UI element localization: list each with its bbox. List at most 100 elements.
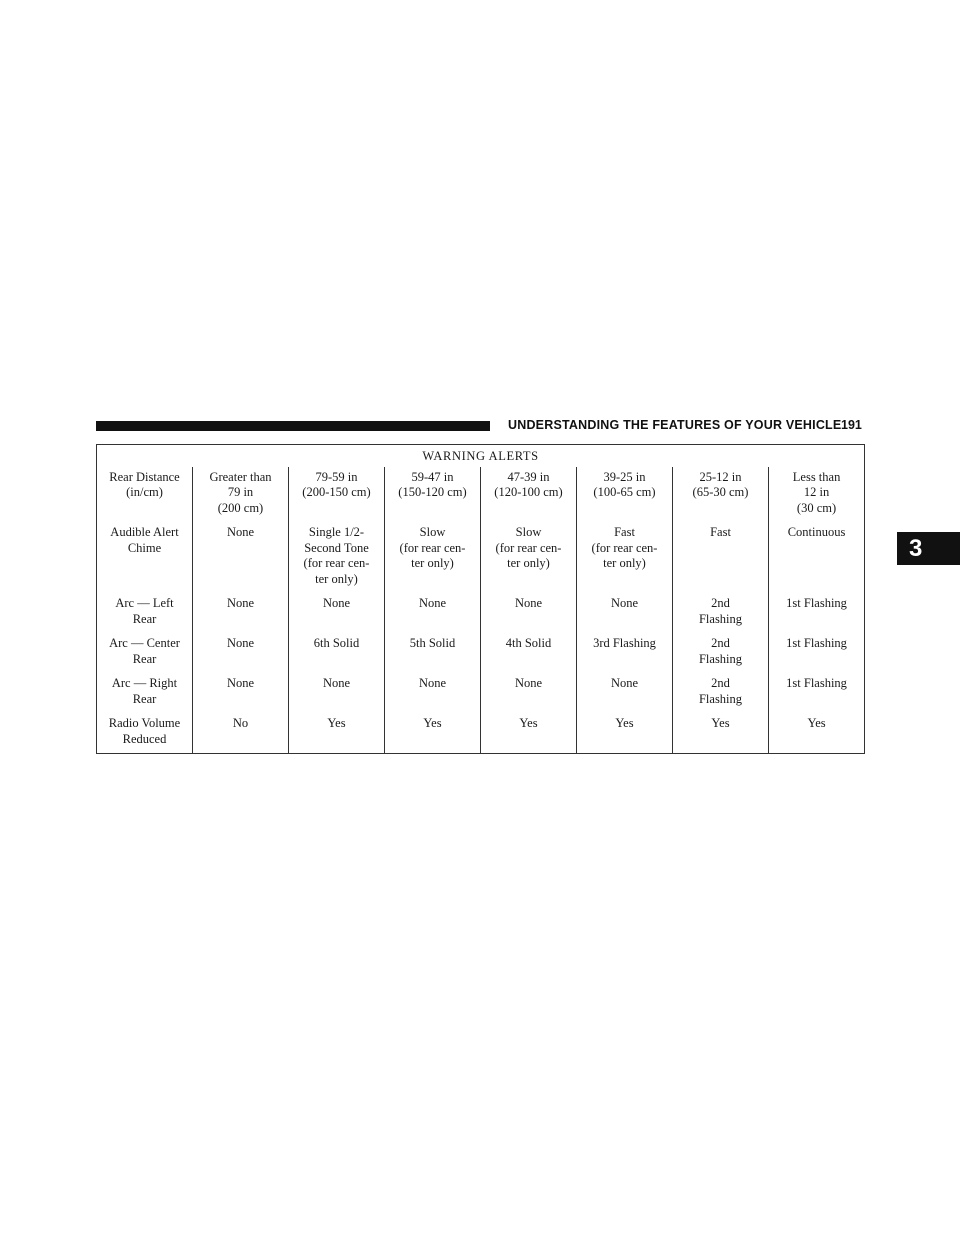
table-cell: Yes [288, 713, 385, 754]
table-cell: 1st Flashing [767, 673, 866, 713]
cell-text-line: 1st Flashing [786, 596, 847, 610]
cell-text-line: (65-30 cm) [692, 485, 749, 499]
table-cell: Slow(for rear cen-ter only) [384, 522, 481, 593]
cell-text-line: (for rear cen- [591, 540, 658, 555]
cell-text-line: Flashing [698, 611, 743, 626]
cell-text-line: (for rear cen- [495, 540, 562, 555]
table-cell: 3rd Flashing [576, 633, 673, 673]
cell-text-line: 59-47 in [411, 469, 454, 484]
cell-text-line: Slow [515, 525, 542, 539]
cell-text-line: None [418, 676, 447, 690]
cell-text-line: (for rear cen- [303, 556, 370, 570]
cell-text-line: 2nd [711, 636, 730, 650]
cell-text-line: 79 in [227, 485, 254, 499]
cell-text-line: 79-59 in [315, 469, 358, 484]
cell-text-line: None [322, 676, 351, 690]
cell-text-line: ter only) [411, 556, 454, 570]
cell-text-line: Yes [615, 716, 634, 730]
table-cell: None [192, 673, 289, 713]
cell-text-line: (150-120 cm) [398, 485, 467, 499]
cell-text-line: None [610, 596, 639, 610]
table-cell: None [480, 593, 577, 633]
cell-text-line: None [610, 676, 639, 690]
row-header-cell: Rear Distance(in/cm) [96, 466, 193, 522]
cell-text-line: No [232, 716, 249, 730]
cell-text-line: Arc — Right [111, 676, 178, 690]
table-cell: Yes [767, 713, 866, 754]
table-cell: Fast [672, 522, 769, 593]
table-cell: 6th Solid [288, 633, 385, 673]
table-cell: 59-47 in(150-120 cm) [384, 466, 481, 522]
cell-text-line: 2nd [711, 596, 730, 610]
cell-text-line: (200-150 cm) [302, 485, 371, 499]
header-rule-bar [96, 421, 490, 431]
table-cell: None [192, 522, 289, 593]
table-cell: None [576, 593, 673, 633]
cell-text-line: Flashing [698, 691, 743, 706]
cell-text-line: None [514, 596, 543, 610]
cell-text-line: 5th Solid [409, 636, 456, 650]
table-cell: Yes [384, 713, 481, 754]
table-cell: Fast(for rear cen-ter only) [576, 522, 673, 593]
cell-text-line: 12 in [803, 485, 830, 499]
cell-text-line: Single 1/2- [308, 525, 365, 539]
cell-text-line: Arc — Center [109, 636, 180, 650]
cell-text-line: Arc — Left [115, 596, 174, 610]
cell-text-line: Greater than [209, 469, 272, 484]
table-cell: 39-25 in(100-65 cm) [576, 466, 673, 522]
cell-text-line: None [226, 636, 255, 650]
table-cell: None [384, 673, 481, 713]
cell-text-line: Yes [327, 716, 346, 730]
table-cell: 4th Solid [480, 633, 577, 673]
cell-text-line: ter only) [603, 556, 646, 570]
cell-text-line: Second Tone [304, 540, 369, 555]
cell-text-line: 2nd [711, 676, 730, 690]
table-cell: Yes [480, 713, 577, 754]
cell-text-line: 6th Solid [313, 636, 360, 650]
table-caption: WARNING ALERTS [95, 444, 866, 467]
table-cell: 79-59 in(200-150 cm) [288, 466, 385, 522]
table-cell: Yes [672, 713, 769, 754]
cell-text-line: Radio Volume [108, 716, 181, 730]
cell-text-line: 4th Solid [505, 636, 552, 650]
cell-text-line: Slow [419, 525, 446, 539]
table-cell: Single 1/2-Second Tone(for rear cen-ter … [288, 522, 385, 593]
cell-text-line: Yes [807, 716, 826, 730]
cell-text-line: None [226, 525, 255, 539]
cell-text-line: 25-12 in [699, 469, 742, 484]
table-cell: None [192, 593, 289, 633]
table-cell: 5th Solid [384, 633, 481, 673]
cell-text-line: None [514, 676, 543, 690]
table-cell: 1st Flashing [767, 633, 866, 673]
table-cell: 47-39 in(120-100 cm) [480, 466, 577, 522]
table-cell: Yes [576, 713, 673, 754]
cell-text-line: 1st Flashing [786, 636, 847, 650]
cell-text-line: Continuous [787, 525, 846, 539]
cell-text-line: Fast [710, 525, 731, 539]
cell-text-line: Yes [519, 716, 538, 730]
cell-text-line: ter only) [315, 571, 358, 586]
cell-text-line: None [226, 596, 255, 610]
cell-text-line: 3rd Flashing [593, 636, 656, 650]
cell-text-line: None [322, 596, 351, 610]
cell-text-line: Reduced [122, 731, 167, 746]
cell-text-line: None [226, 676, 255, 690]
chapter-tab: 3 [897, 532, 960, 565]
cell-text-line: Audible Alert [110, 525, 179, 539]
table-cell: None [576, 673, 673, 713]
table-cell: 25-12 in(65-30 cm) [672, 466, 769, 522]
cell-text-line: (30 cm) [796, 500, 837, 515]
cell-text-line: Less than [792, 469, 841, 484]
table-cell: Slow(for rear cen-ter only) [480, 522, 577, 593]
